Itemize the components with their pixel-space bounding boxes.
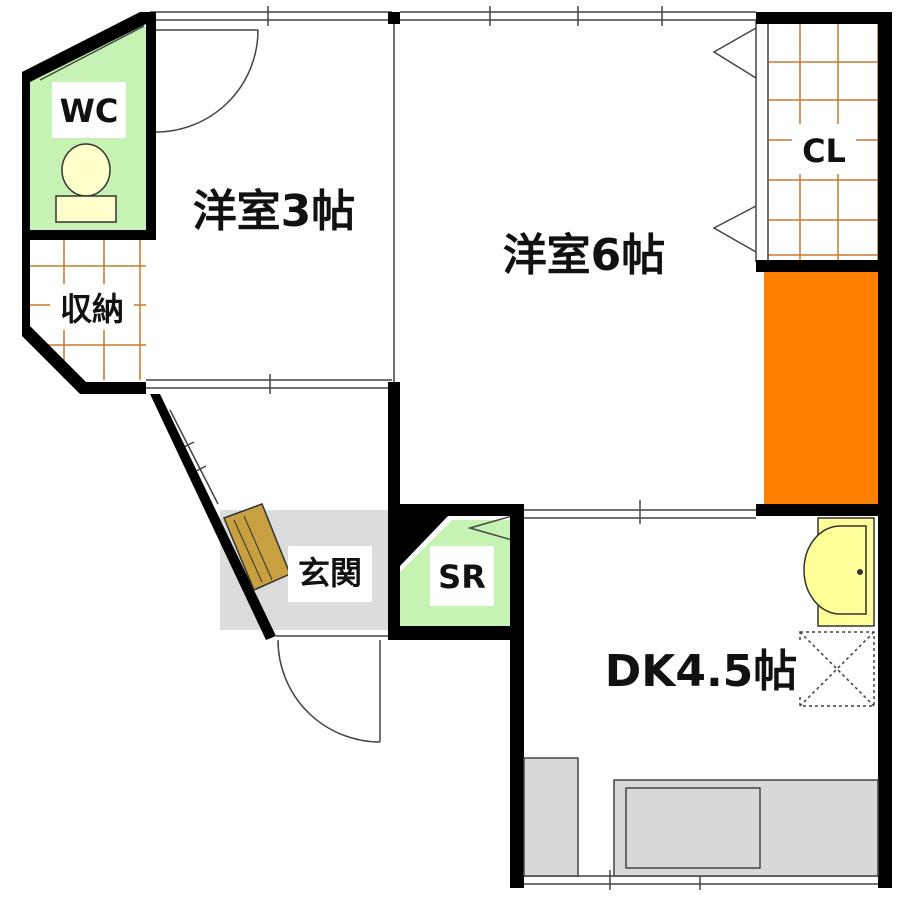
room-label-western6: 洋室6帖: [503, 230, 666, 281]
room-label-closet: CL: [802, 132, 846, 170]
walls: [22, 12, 892, 888]
kitchen-counter-icon: [613, 779, 879, 877]
sr-label-bg: [430, 546, 494, 606]
room-label-wc: WC: [60, 92, 119, 130]
doors: [155, 29, 381, 743]
entrance-label-bg: [288, 546, 372, 602]
room-label-entrance: 玄関: [298, 554, 362, 592]
fridge-space-icon: [523, 757, 579, 877]
storage-label-bg: [50, 284, 134, 330]
closet-orange-block: [764, 272, 878, 504]
wc-label-bg: [52, 82, 126, 138]
room-label-storage: 収納: [60, 290, 124, 328]
closet-label-bg: [792, 124, 856, 174]
room-label-sr: SR: [438, 558, 486, 596]
room-label-dk: DK4.5帖: [605, 646, 798, 697]
washbasin-icon: [803, 517, 875, 627]
room-label-western3: 洋室3帖: [193, 186, 356, 237]
interior-lines: [35, 6, 878, 890]
toilet-icon: [55, 143, 117, 223]
washer-space-icon: [799, 631, 875, 707]
dk-label-bg: [598, 642, 804, 696]
